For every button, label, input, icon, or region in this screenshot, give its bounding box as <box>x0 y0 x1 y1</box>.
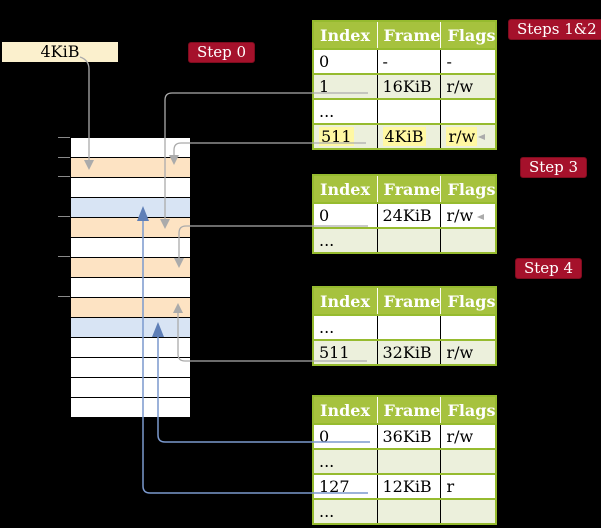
memory-frame-row-free <box>71 378 190 398</box>
table-cell <box>440 448 497 474</box>
table-cell: r/w <box>440 73 497 99</box>
column-header-flags: Flags <box>440 21 497 49</box>
table-cell <box>376 227 441 253</box>
table-cell: r <box>440 473 497 499</box>
column-header-index: Index <box>313 287 377 315</box>
column-header-flags: Flags <box>440 396 497 424</box>
memory-frame-row-free <box>71 398 190 417</box>
step-3-label: Step 3 <box>520 157 588 178</box>
table-cell <box>440 314 497 340</box>
table-cell <box>440 227 497 253</box>
memory-frame-row-table <box>71 218 190 238</box>
column-header-frame: Frame <box>376 287 441 315</box>
table-cell: ... <box>313 498 377 524</box>
memory-frame-row-free <box>71 238 190 258</box>
table-cell: 0 <box>313 202 377 228</box>
root-table-pointer-box: 4KiB <box>2 42 118 62</box>
table-row: 0-- <box>313 48 497 74</box>
column-header-index: Index <box>313 21 377 49</box>
table-cell: ... <box>313 448 377 474</box>
column-header-frame: Frame <box>376 396 441 424</box>
table-cell: ... <box>313 227 377 253</box>
table-cell <box>440 498 497 524</box>
table-cell: 12KiB <box>376 473 441 499</box>
memory-frame-row-free <box>71 338 190 358</box>
table-cell: r/w <box>440 339 497 365</box>
memory-frame-row-data <box>71 318 190 338</box>
memory-frame-row-table <box>71 298 190 318</box>
table-cell: 32KiB <box>376 339 441 365</box>
column-header-frame: Frame <box>376 21 441 49</box>
table-row: ... <box>313 448 497 474</box>
table-cell: r/w <box>440 202 497 228</box>
memory-frame-row-free <box>71 278 190 298</box>
memory-boundary-ticks <box>58 137 70 297</box>
table-cell: 16KiB <box>376 73 441 99</box>
column-header-frame: Frame <box>376 175 441 203</box>
table-cell: 36KiB <box>376 423 441 449</box>
table-cell <box>376 498 441 524</box>
table-cell: - <box>440 48 497 74</box>
table-cell: 4KiB <box>376 123 441 149</box>
memory-frame-row-table <box>71 158 190 178</box>
memory-frame-row-free <box>71 138 190 158</box>
table-cell: 511 <box>313 339 377 365</box>
table-cell: ... <box>313 314 377 340</box>
memory-frame-row-free <box>71 358 190 378</box>
table-cell: r/w <box>440 423 497 449</box>
table-cell: - <box>376 48 441 74</box>
table-cell: 0 <box>313 423 377 449</box>
table-row: ... <box>313 498 497 524</box>
table-cell: 24KiB <box>376 202 441 228</box>
step-4-label: Step 4 <box>515 258 583 279</box>
memory-frame-row-table <box>71 258 190 278</box>
table-cell <box>376 448 441 474</box>
table-cell: ... <box>313 98 377 124</box>
column-header-flags: Flags <box>440 287 497 315</box>
column-header-index: Index <box>313 175 377 203</box>
column-header-flags: Flags <box>440 175 497 203</box>
table-cell: 0 <box>313 48 377 74</box>
column-header-index: Index <box>313 396 377 424</box>
table-row: ... <box>313 98 497 124</box>
table-row: ... <box>313 227 497 253</box>
table-row: ... <box>313 314 497 340</box>
steps-1-2-label: Steps 1&2 <box>508 19 601 40</box>
table-cell: 127 <box>313 473 377 499</box>
memory-frame-row-data <box>71 198 190 218</box>
step-0-label: Step 0 <box>188 42 256 63</box>
table-cell: r/w <box>440 123 497 149</box>
memory-frame-row-free <box>71 178 190 198</box>
table-cell <box>376 314 441 340</box>
table-cell <box>440 98 497 124</box>
table-cell <box>376 98 441 124</box>
physical-memory-column <box>70 137 191 418</box>
table-cell: 1 <box>313 73 377 99</box>
table-cell: 511 <box>313 123 377 149</box>
